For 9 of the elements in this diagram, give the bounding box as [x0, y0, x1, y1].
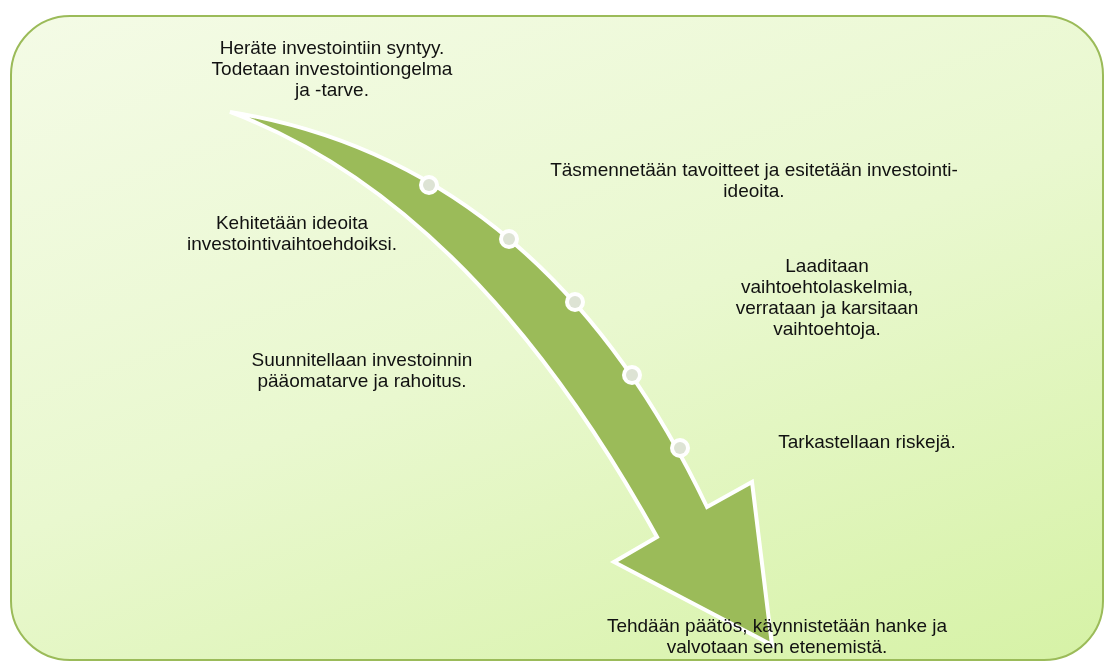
- step-text: Heräte investointiin syntyy. Todetaan investointiongelma ja -tarve.: [204, 37, 460, 100]
- step-text: Suunnitellaan investoinnin pääomatarve ja rahoitus.: [202, 349, 522, 391]
- curved-arrow: [228, 110, 774, 647]
- step-text: Täsmennetään tavoitteet ja esitetään investointi-ideoita.: [534, 159, 974, 201]
- step-text: Tarkastellaan riskejä.: [732, 431, 1002, 452]
- step-text: Laaditaan vaihtoehtolaskelmia, verrataan ja karsitaan vaihtoehtoja.: [732, 255, 922, 339]
- step-text: Tehdään päätös, käynnistetään hanke ja valvotaan sen etenemistä.: [572, 615, 982, 657]
- step-text: Kehitetään ideoita investointivaihtoehdoiksi.: [142, 212, 442, 254]
- panel-background: [10, 15, 1104, 661]
